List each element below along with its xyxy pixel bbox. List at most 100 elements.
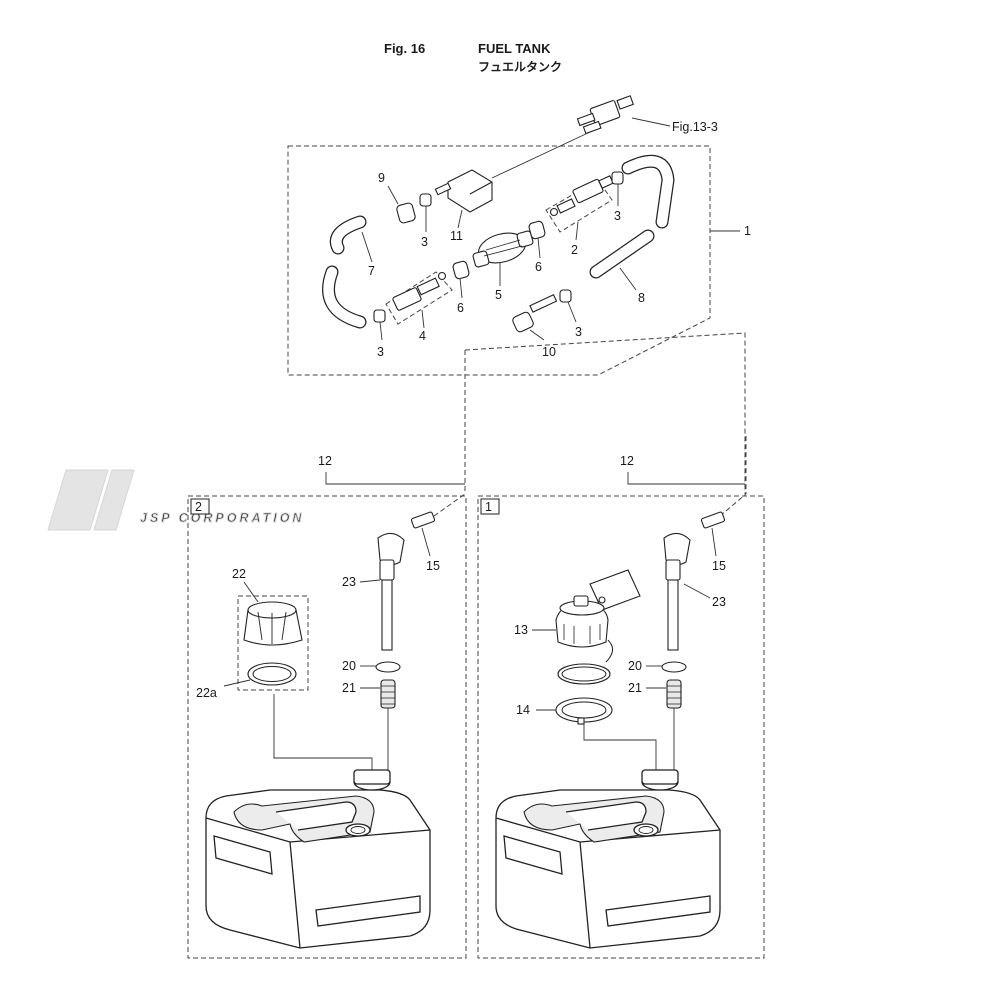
callout-4: 4 — [419, 329, 426, 343]
reference-fig-13-3: Fig.13-3 — [672, 120, 718, 134]
callout-3d: 3 — [575, 325, 582, 339]
leader-23-left — [359, 579, 381, 583]
part-11-tank-connector — [434, 169, 493, 213]
part-3-clamp-a — [419, 193, 432, 207]
part-15-connector-left — [410, 511, 436, 529]
connector-pin-1 — [576, 112, 596, 127]
callout-22: 22 — [232, 567, 246, 581]
callout-23-left: 23 — [342, 575, 356, 589]
part-14-retainer-ring — [555, 697, 613, 725]
part-3-clamp-d — [559, 289, 572, 303]
tank-variant-1-boundary — [477, 495, 765, 959]
cap-to-tank-guide-right — [583, 724, 657, 776]
assembly-guide-lines — [464, 332, 746, 494]
callout-7: 7 — [368, 264, 375, 278]
callout-3b: 3 — [614, 209, 621, 223]
callout-2: 2 — [571, 243, 578, 257]
watermark-logo-mark — [47, 469, 109, 531]
part-5-primer-bulb — [472, 230, 534, 268]
callout-13: 13 — [514, 623, 528, 637]
callout-6a: 6 — [457, 301, 464, 315]
part-22-group-boundary — [237, 595, 309, 691]
part-4-group-boundary — [385, 271, 453, 325]
watermark-text: JSP CORPORATION — [140, 511, 304, 525]
watermark: JSP CORPORATION — [47, 469, 304, 531]
callout-14: 14 — [516, 703, 530, 717]
part-3-clamp-b — [611, 171, 624, 185]
callout-6b: 6 — [535, 260, 542, 274]
callout-8: 8 — [638, 291, 645, 305]
callout-20-left: 20 — [342, 659, 356, 673]
callout-1: 1 — [744, 224, 751, 238]
part-6-check-valve-a — [452, 260, 470, 280]
part-3-clamp-c — [373, 309, 386, 323]
connector-nipple — [616, 95, 634, 110]
part-22a-gasket-inner — [252, 666, 292, 682]
part-9-sleeve — [396, 202, 416, 224]
leader-11 — [457, 209, 463, 229]
fuel-tank-right — [495, 769, 721, 949]
callout-22a: 22a — [196, 686, 217, 700]
guide-to-left-tank — [433, 493, 466, 517]
fuel-tank-left — [205, 769, 431, 949]
variant-1-label: 1 — [485, 500, 492, 514]
leader-22a — [223, 679, 251, 687]
callout-3c: 3 — [377, 345, 384, 359]
leader-connector-11 — [491, 131, 591, 179]
bracket-12-left — [325, 472, 465, 485]
variant-2-tag — [190, 498, 210, 515]
hose-assembly-boundary — [287, 145, 711, 376]
guide-to-right-tank — [719, 493, 747, 517]
cap-gasket-right — [557, 663, 611, 685]
leader-15-left — [421, 527, 431, 557]
leader-6a — [459, 277, 463, 299]
figure-title-japanese: フュエルタンク — [478, 60, 563, 74]
part-6-check-valve-b — [528, 220, 546, 240]
leader-8 — [619, 267, 637, 291]
callout-11: 11 — [450, 229, 463, 243]
callout-15-right: 15 — [712, 559, 726, 573]
part-4-quick-connector — [392, 271, 447, 311]
callout-21-right: 21 — [628, 681, 642, 695]
part-20-o-ring-left — [375, 661, 401, 673]
leader-10 — [529, 329, 545, 341]
part-10-tank-fitting — [512, 294, 558, 333]
connector-body — [589, 100, 621, 126]
part-2-quick-connector — [549, 175, 614, 217]
cap-gasket-right-inner — [561, 666, 607, 682]
leader-7 — [361, 231, 373, 263]
callout-15-left: 15 — [426, 559, 440, 573]
leader-3c — [379, 321, 383, 341]
hose-7 — [322, 215, 367, 329]
part-23-pickup-tube-left — [377, 532, 405, 651]
variant-2-label: 2 — [195, 500, 202, 514]
engine-connector-ref — [576, 95, 634, 135]
callout-3a: 3 — [421, 235, 428, 249]
part-21-filter-right — [666, 679, 682, 709]
variant-1-tag — [480, 498, 500, 515]
part-15-connector-right — [700, 511, 726, 529]
leader-6b — [537, 237, 541, 259]
bracket-12-right — [627, 472, 745, 485]
callout-12-left: 12 — [318, 454, 332, 468]
leader-2 — [575, 221, 579, 241]
leader-4 — [421, 309, 425, 329]
callout-21-left: 21 — [342, 681, 356, 695]
leader-23-right — [683, 583, 711, 599]
leader-fig13 — [631, 117, 671, 127]
figure-title: FUEL TANK — [478, 41, 551, 56]
hose-8 — [589, 154, 675, 279]
leader-15-right — [711, 527, 717, 557]
callout-10: 10 — [542, 345, 556, 359]
leader-22 — [243, 581, 259, 603]
callout-20-right: 20 — [628, 659, 642, 673]
callout-23-right: 23 — [712, 595, 726, 609]
leader-3d — [567, 301, 577, 323]
callout-5: 5 — [495, 288, 502, 302]
connector-pin-2 — [582, 120, 602, 135]
cap-to-tank-guide-left — [273, 694, 373, 776]
callout-9: 9 — [378, 171, 385, 185]
leader-9 — [387, 185, 399, 205]
watermark-logo-mark-2 — [93, 469, 135, 531]
callout-12-right: 12 — [620, 454, 634, 468]
